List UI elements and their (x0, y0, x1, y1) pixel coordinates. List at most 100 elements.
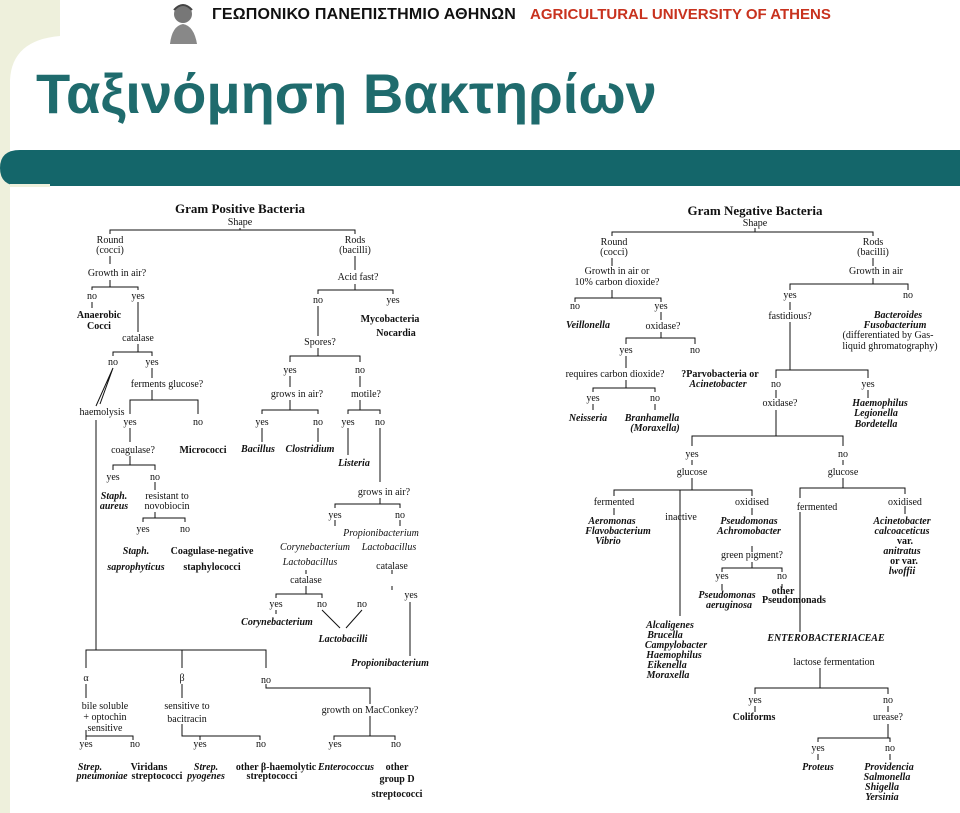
node-cocci: (cocci) (96, 245, 124, 256)
node-coag-neg: Coagulase-negative (171, 546, 254, 557)
node-acinetobacter: Acinetobacter (872, 516, 930, 527)
node-bacteroides: Bacteroides (873, 310, 922, 321)
university-header: ΓΕΩΠΟΝΙΚΟ ΠΑΝΕΠΙΣΤΗΜΙΟ ΑΘΗΝΩΝ AGRICULTUR… (0, 0, 960, 44)
node-eikenella: Eikenella (646, 660, 686, 671)
node-rods: Rods (863, 237, 884, 248)
node-campylobacter: Campylobacter (645, 640, 707, 651)
diagram-lines (85, 228, 909, 760)
node-growth-co2-2: 10% carbon dioxide? (575, 277, 661, 288)
node-no: no (313, 417, 323, 428)
node-lactobacillus2: Lactobacillus (361, 542, 417, 553)
node-no: no (570, 301, 580, 312)
node-glucose: glucose (677, 467, 708, 478)
node-pseudomonads: Pseudomonads (762, 595, 826, 606)
node-urease: urease? (873, 712, 904, 723)
node-yes: yes (193, 739, 206, 750)
node-pseudomonas2: Pseudomonas (698, 590, 755, 601)
node-yes: yes (404, 590, 417, 601)
node-yes: yes (386, 295, 399, 306)
node-parvo1: ?Parvobacteria or (681, 369, 759, 380)
node-listeria: Listeria (337, 458, 370, 469)
node-clostridium: Clostridium (286, 444, 335, 455)
node-green-pigment: green pigment? (721, 550, 783, 561)
node-acid-fast: Acid fast? (338, 272, 379, 283)
node-no: no (903, 290, 913, 301)
node-growth-co2-1: Growth in air or (585, 266, 650, 277)
node-yes: yes (586, 393, 599, 404)
node-entero: ENTEROBACTERIACEAE (766, 633, 885, 644)
node-no: no (357, 599, 367, 610)
node-grows-in-air2: grows in air? (358, 487, 411, 498)
node-no: no (261, 675, 271, 686)
node-other: other (386, 762, 409, 773)
node-no: no (108, 357, 118, 368)
node-fermented: fermented (594, 497, 635, 508)
node-haemophilus2: Haemophilus (645, 650, 702, 661)
node-aeromonas: Aeromonas (587, 516, 635, 527)
node-yes: yes (715, 571, 728, 582)
node-no: no (391, 739, 401, 750)
node-corynebacterium2: Corynebacterium (241, 617, 313, 628)
node-fusobacterium: Fusobacterium (863, 320, 927, 331)
node-beta: β (179, 673, 184, 684)
node-yes: yes (79, 739, 92, 750)
node-oxidised2: oxidised (888, 497, 922, 508)
node-diff1: (differentiated by Gas- (843, 330, 934, 341)
node-yes: yes (748, 695, 761, 706)
node-yes: yes (654, 301, 667, 312)
node-legionella: Legionella (853, 408, 898, 419)
node-veillonella: Veillonella (566, 320, 610, 331)
node-providencia: Providencia (864, 762, 913, 773)
node-other: other (772, 586, 795, 597)
node-lactobacilli: Lactobacilli (318, 634, 368, 645)
node-no: no (690, 345, 700, 356)
node-yes: yes (328, 739, 341, 750)
node-no: no (180, 524, 190, 535)
node-anaerobic: Anaerobic (77, 310, 122, 321)
node-no: no (87, 291, 97, 302)
node-salmonella: Salmonella (864, 772, 911, 783)
node-catalase3: catalase (376, 561, 408, 572)
node-diff2: liquid ghromatography) (842, 341, 937, 352)
node-shigella: Shigella (865, 782, 899, 793)
node-pneumoniae: pneumoniae (75, 771, 128, 782)
node-propionibacterium2: Propionibacterium (351, 658, 429, 669)
node-coliforms: Coliforms (733, 712, 776, 723)
node-resistant: resistant to (145, 491, 189, 502)
node-yes: yes (123, 417, 136, 428)
node-lactose: lactose fermentation (793, 657, 874, 668)
node-lwoffii: lwoffii (889, 566, 916, 577)
node-yes: yes (269, 599, 282, 610)
node-no: no (838, 449, 848, 460)
node-micrococci: Micrococci (179, 445, 226, 456)
node-yes: yes (619, 345, 632, 356)
node-bacilli: (bacilli) (857, 247, 889, 258)
title-divider-band (0, 150, 960, 187)
node-yes: yes (861, 379, 874, 390)
node-neisseria: Neisseria (568, 413, 607, 424)
node-no: no (313, 295, 323, 306)
node-alcaligenes: Alcaligenes (645, 620, 694, 631)
node-staphylococci: staphylococci (183, 562, 240, 573)
node-no: no (395, 510, 405, 521)
slide-corner-decoration (0, 0, 60, 813)
node-no: no (375, 417, 385, 428)
node-sens1: sensitive to (164, 701, 209, 712)
university-logo-icon (170, 4, 197, 44)
slide-title: Ταξινόμηση Βακτηρίων (36, 62, 657, 125)
node-anitratus: anitratus (883, 546, 920, 557)
node-round: Round (97, 235, 124, 246)
node-propionibacterium: Propionibacterium (342, 528, 419, 539)
node-yes: yes (685, 449, 698, 460)
node-yes: yes (145, 357, 158, 368)
node-inactive: inactive (665, 512, 697, 523)
node-grows-in-air: grows in air? (271, 389, 324, 400)
node-motile: motile? (351, 389, 382, 400)
node-yes: yes (341, 417, 354, 428)
node-catalase: catalase (122, 333, 154, 344)
node-aeruginosa: aeruginosa (706, 600, 752, 611)
node-novobiocin: novobiocin (145, 501, 190, 512)
node-yes: yes (283, 365, 296, 376)
node-corynebacterium: Corynebacterium (280, 542, 350, 553)
